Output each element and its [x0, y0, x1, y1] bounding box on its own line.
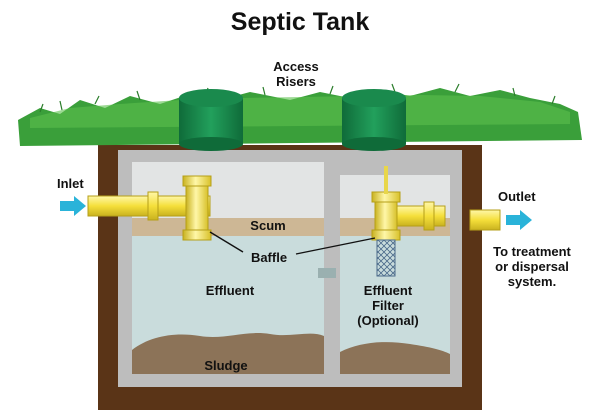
diagram-title: Septic Tank [230, 8, 370, 36]
outlet-label: Outlet [498, 189, 536, 204]
treatment-label: To treatment or dispersal system. [488, 244, 576, 289]
treatment-label-line3: system. [507, 274, 557, 289]
effluent-label: Effluent [205, 283, 255, 298]
effluent-filter-label-line2: Filter [372, 298, 404, 313]
effluent-filter-label-line1: Effluent [363, 283, 413, 298]
access-risers-label-line2: Risers [276, 74, 316, 89]
scum-label: Scum [250, 218, 286, 233]
right-sludge-layer [340, 342, 450, 374]
outlet-baffle [371, 166, 401, 241]
outlet-arrow [506, 210, 532, 230]
treatment-label-line2: or dispersal [495, 259, 569, 274]
baffle-label: Baffle [250, 250, 288, 265]
inlet-arrow [60, 196, 86, 216]
effluent-filter [376, 239, 396, 277]
effluent-filter-label: Effluent Filter (Optional) [350, 283, 426, 328]
access-riser-left [179, 89, 243, 151]
inlet-pipe [87, 191, 211, 221]
access-risers-label-line1: Access [273, 59, 319, 74]
sludge-label: Sludge [204, 358, 248, 373]
divider-opening [318, 268, 336, 278]
access-riser-right [342, 89, 406, 151]
inlet-label: Inlet [57, 176, 84, 191]
treatment-label-line1: To treatment [493, 244, 571, 259]
access-risers-label: Access Risers [260, 59, 332, 89]
baffle-leader-lines [209, 231, 376, 255]
inlet-baffle [182, 175, 212, 241]
left-scum-layer [132, 218, 324, 236]
left-sludge-layer [132, 333, 324, 374]
effluent-filter-label-line3: (Optional) [357, 313, 419, 328]
outlet-pipe [396, 201, 501, 231]
grass-highlight [30, 95, 570, 128]
